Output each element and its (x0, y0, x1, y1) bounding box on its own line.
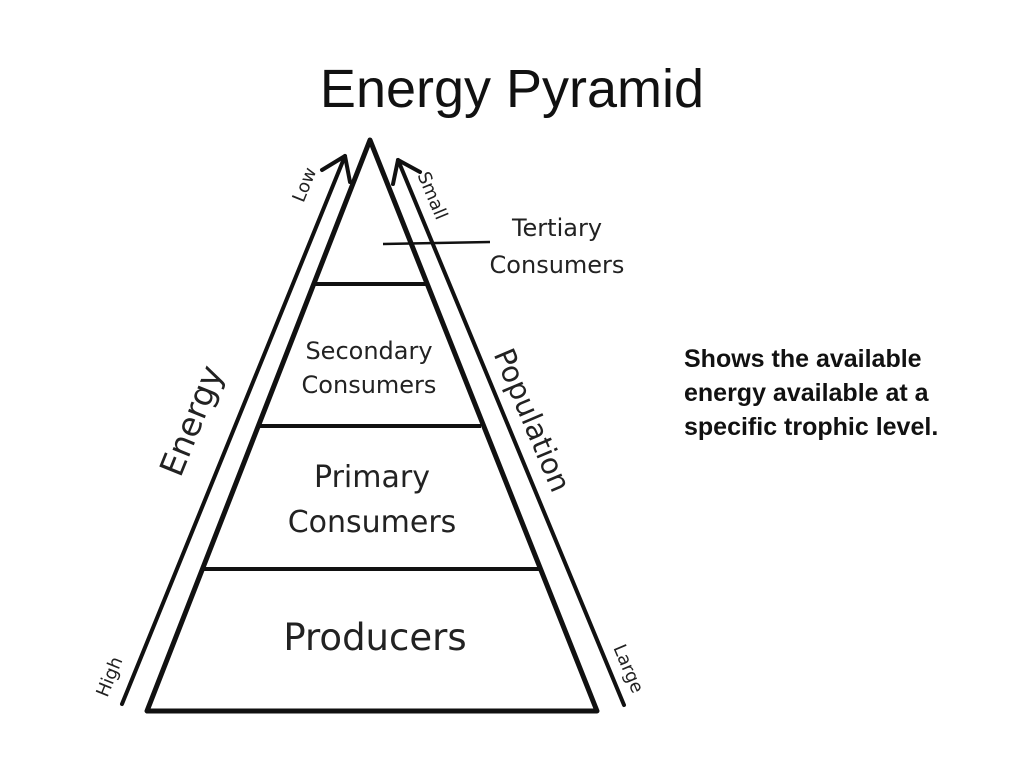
secondary-label-line-2: Consumers (302, 371, 437, 399)
population-large-label: Large (609, 641, 648, 696)
tertiary-label-line-2: Consumers (490, 251, 625, 279)
energy-arrowhead (320, 154, 352, 184)
energy-high-label: High (92, 654, 127, 700)
primary-label-line-2: Consumers (288, 505, 457, 540)
population-arrowhead (391, 158, 422, 186)
caption: Shows the available energy available at … (684, 342, 1014, 444)
energy-arrow-line (120, 154, 347, 706)
tertiary-leader-line (382, 240, 491, 246)
caption-line-1: Shows the available (684, 345, 922, 373)
caption-line-3: specific trophic level. (684, 413, 939, 441)
caption-line-2: energy available at a (684, 379, 929, 407)
secondary-label-line-1: Secondary (305, 337, 432, 365)
slide-title: Energy Pyramid (319, 59, 705, 119)
primary-label-line-1: Primary (314, 460, 430, 495)
population-arrow-line (396, 158, 626, 707)
tertiary-label-line-1: Tertiary (511, 214, 602, 242)
producers-label: Producers (283, 616, 466, 659)
energy-low-label: Low (289, 165, 322, 206)
population-small-label: Small (413, 169, 452, 223)
